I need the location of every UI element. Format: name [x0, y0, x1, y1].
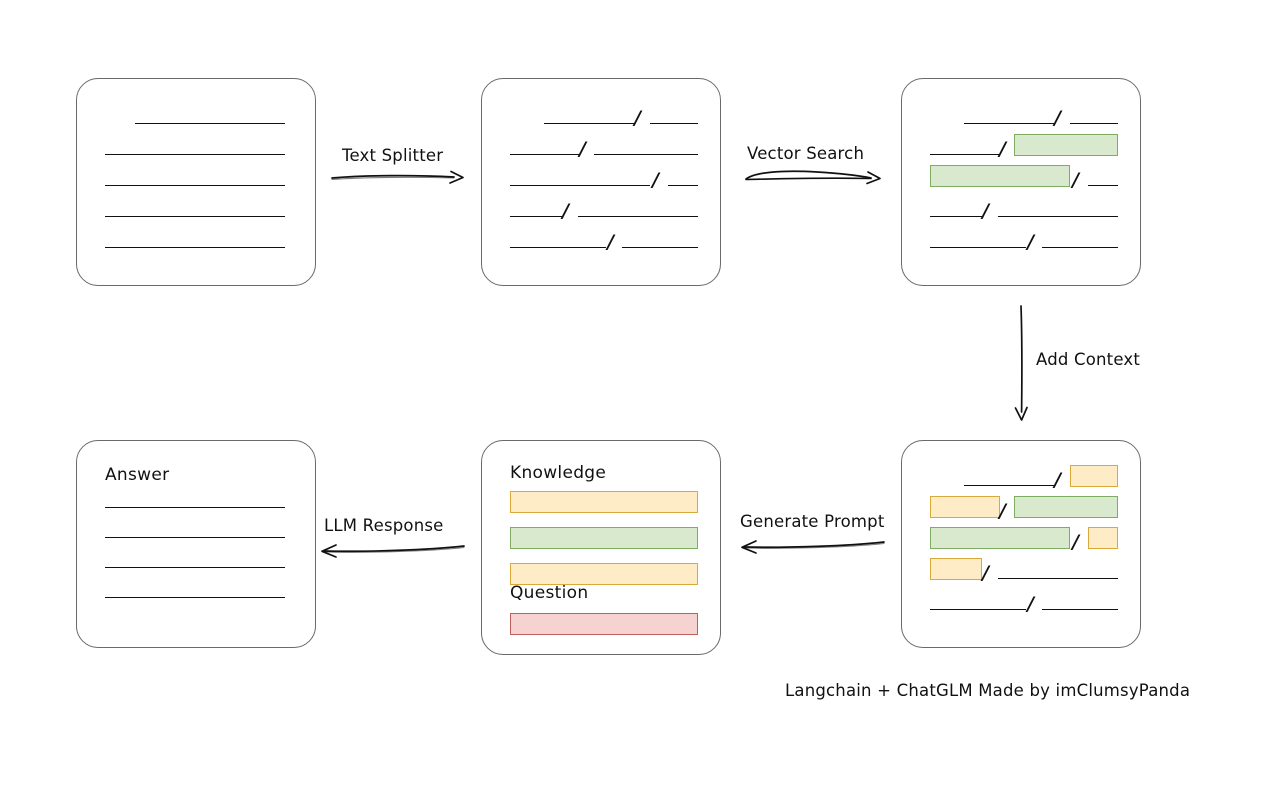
arrow-vector-search: Vector Search	[743, 144, 883, 188]
text-rule	[1070, 123, 1118, 124]
text-rule	[105, 507, 285, 508]
prompt-chip-red	[510, 613, 698, 635]
arrow-vector-search-label: Vector Search	[747, 144, 865, 163]
text-rule	[650, 123, 698, 124]
chunk-separator-slash: /	[634, 107, 641, 129]
highlight-chip-yellow	[1070, 465, 1118, 487]
text-rule	[668, 185, 698, 186]
text-rule	[1042, 247, 1118, 248]
chunk-separator-slash: /	[1072, 531, 1079, 553]
chunk-separator-slash: /	[999, 138, 1006, 160]
arrow-generate-prompt: Generate Prompt	[738, 512, 886, 556]
text-rule	[105, 216, 285, 217]
answer-heading: Answer	[105, 465, 170, 485]
text-rule	[998, 216, 1118, 217]
text-rule	[578, 216, 698, 217]
text-rule	[510, 154, 580, 155]
text-rule	[105, 154, 285, 155]
text-rule	[105, 567, 285, 568]
chunk-separator-slash: /	[607, 231, 614, 253]
chunk-separator-slash: /	[1054, 469, 1061, 491]
text-rule	[1042, 609, 1118, 610]
chunk-separator-slash: /	[999, 500, 1006, 522]
highlight-chip-yellow	[930, 496, 1000, 518]
text-rule	[930, 609, 1026, 610]
answer-box: Answer	[76, 440, 316, 648]
text-rule	[510, 247, 606, 248]
text-rule	[510, 216, 562, 217]
arrow-generate-prompt-label: Generate Prompt	[740, 512, 885, 531]
highlight-chip-yellow	[930, 558, 982, 580]
text-rule	[930, 247, 1026, 248]
text-rule	[544, 123, 634, 124]
arrow-text-splitter: Text Splitter	[330, 146, 466, 188]
prompt-chip-green	[510, 527, 698, 549]
text-rule	[105, 597, 285, 598]
chunk-separator-slash: /	[1027, 593, 1034, 615]
highlight-chip-green	[1014, 496, 1118, 518]
text-rule	[135, 123, 285, 124]
chunk-separator-slash: /	[1072, 169, 1079, 191]
prompt-chip-yellow	[510, 563, 698, 585]
chunk-separator-slash: /	[562, 200, 569, 222]
chunk-separator-slash: /	[982, 562, 989, 584]
context-chunks-box: / / / / /	[901, 440, 1141, 648]
chunk-separator-slash: /	[579, 138, 586, 160]
arrow-llm-response-label: LLM Response	[324, 516, 444, 535]
chunk-separator-slash: /	[982, 200, 989, 222]
diagram-caption: Langchain + ChatGLM Made by imClumsyPand…	[785, 681, 1191, 700]
arrow-text-splitter-label: Text Splitter	[342, 146, 444, 165]
highlight-chip-green	[930, 165, 1070, 187]
text-rule	[930, 216, 982, 217]
text-rule	[105, 247, 285, 248]
text-rule	[964, 123, 1054, 124]
arrow-llm-response: LLM Response	[318, 516, 466, 560]
prompt-section-heading-knowledge: Knowledge	[510, 463, 607, 483]
prompt-section-heading-question: Question	[510, 583, 589, 603]
text-rule	[622, 247, 698, 248]
text-rule	[594, 154, 698, 155]
chunk-separator-slash: /	[1027, 231, 1034, 253]
text-rule	[998, 578, 1118, 579]
source-document-box	[76, 78, 316, 286]
text-rule	[510, 185, 650, 186]
arrow-add-context: Add Context	[1008, 304, 1140, 422]
chunk-separator-slash: /	[1054, 107, 1061, 129]
text-rule	[105, 537, 285, 538]
chunk-separator-slash: /	[652, 169, 659, 191]
highlight-chip-yellow	[1088, 527, 1118, 549]
prompt-chip-yellow	[510, 491, 698, 513]
matched-chunks-box: / / / / /	[901, 78, 1141, 286]
text-rule	[1088, 185, 1118, 186]
text-rule	[105, 185, 285, 186]
split-chunks-box: / / / / /	[481, 78, 721, 286]
highlight-chip-green	[930, 527, 1070, 549]
arrow-add-context-label: Add Context	[1036, 350, 1141, 369]
text-rule	[964, 485, 1054, 486]
highlight-chip-green	[1014, 134, 1118, 156]
text-rule	[930, 154, 1000, 155]
